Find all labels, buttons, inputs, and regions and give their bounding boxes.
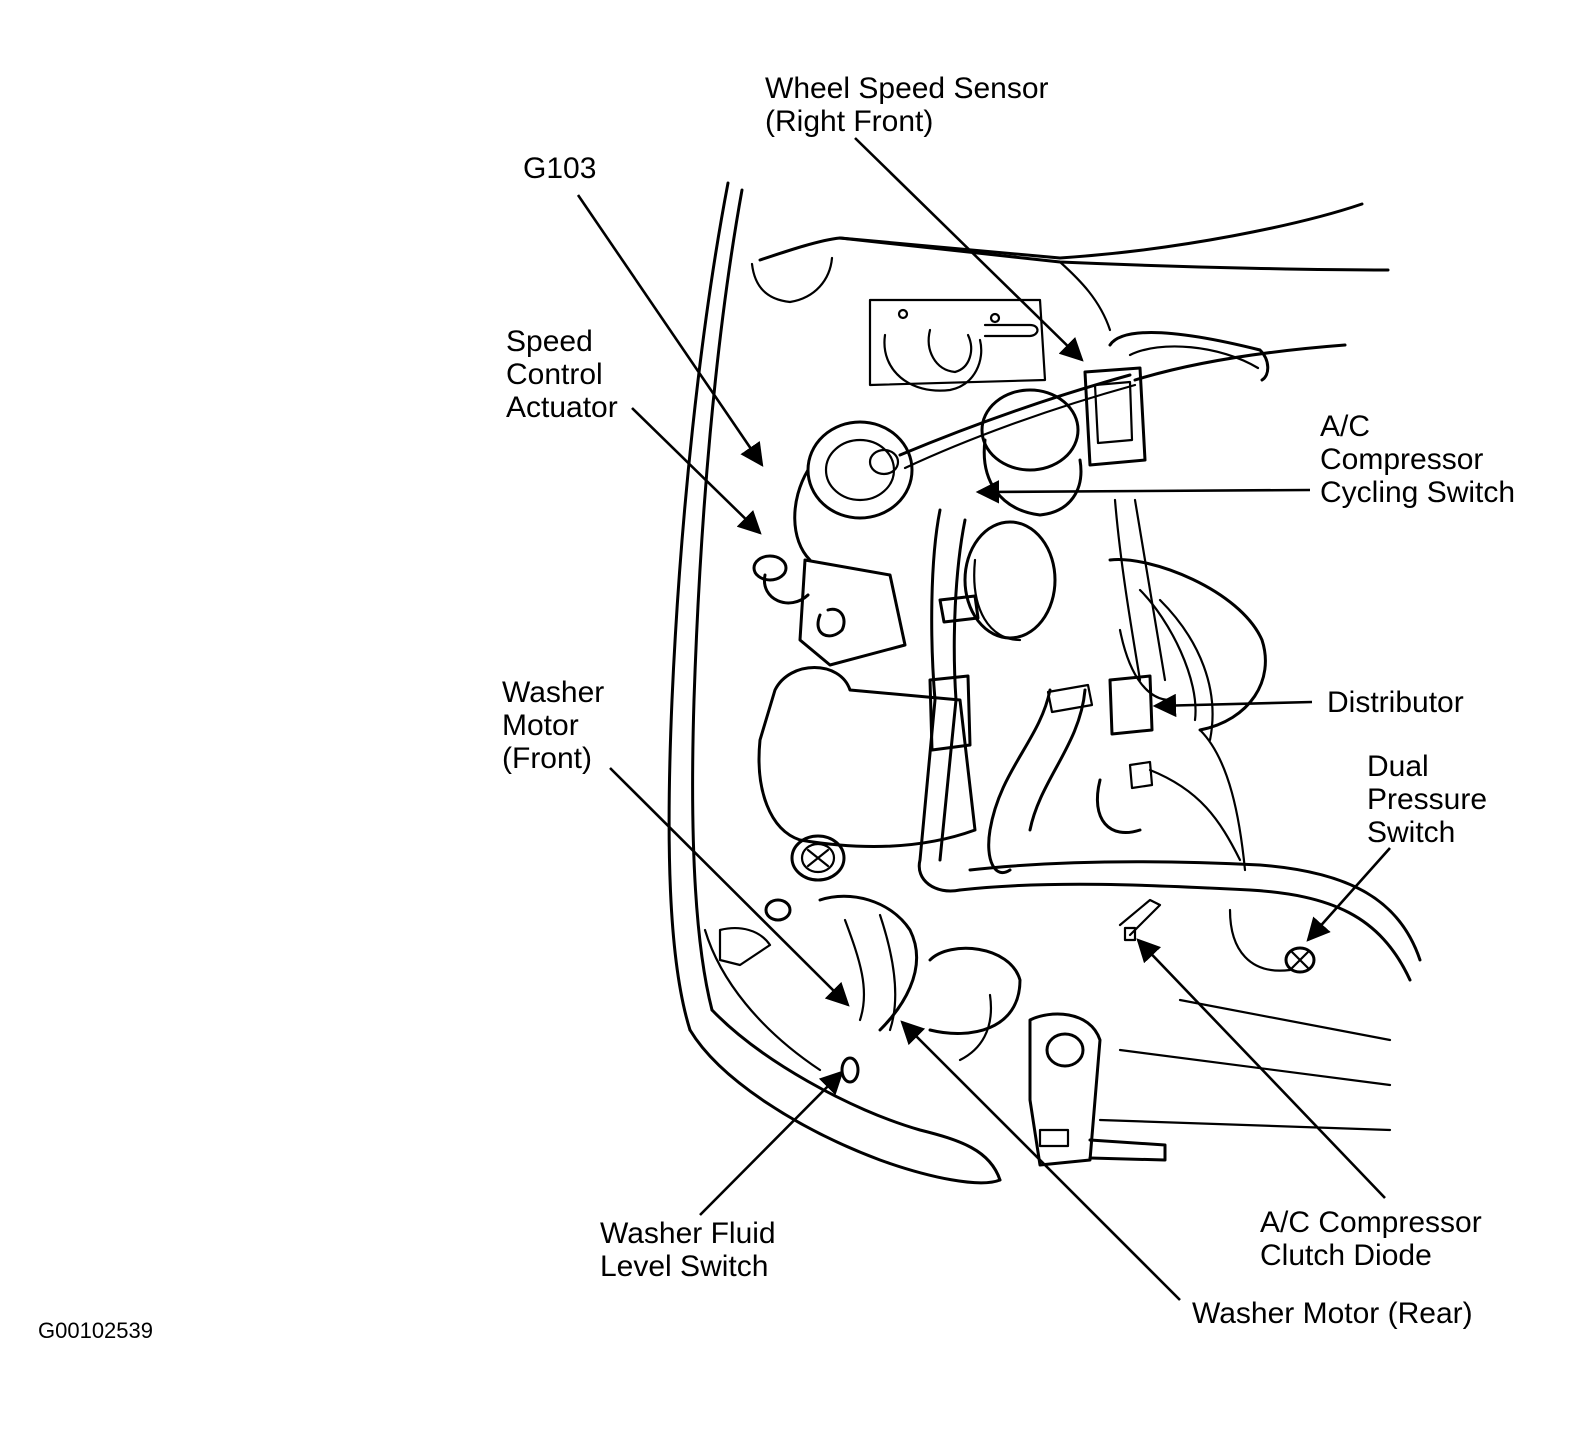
figure-code: G00102539 xyxy=(38,1318,153,1343)
fender-outline xyxy=(667,181,1390,1185)
label-ac-compressor-clutch-diode: A/C Compressor Clutch Diode xyxy=(1260,1206,1482,1272)
label-ac-compressor-cycling-switch: A/C Compressor Cycling Switch xyxy=(1320,410,1516,509)
dual-pressure-switch-body xyxy=(1228,908,1316,974)
label-distributor: Distributor xyxy=(1327,686,1464,719)
label-g103: G103 xyxy=(523,152,597,185)
leader-lines xyxy=(576,137,1391,1301)
label-washer-motor-rear: Washer Motor (Rear) xyxy=(1192,1297,1473,1330)
label-washer-motor-front: Washer Motor (Front) xyxy=(502,676,605,775)
lower-front xyxy=(718,894,1392,1167)
strut-tower xyxy=(868,298,1047,392)
radiator-hose xyxy=(987,683,1094,874)
label-speed-control-actuator: Speed Control Actuator xyxy=(506,325,618,424)
label-wheel-speed-sensor: Wheel Speed Sensor (Right Front) xyxy=(765,72,1049,138)
washer-reservoir xyxy=(757,666,977,882)
coolant-reservoir xyxy=(752,554,907,667)
distributor-area xyxy=(1095,498,1267,872)
label-dual-pressure-switch: Dual Pressure Switch xyxy=(1367,750,1488,849)
ac-line xyxy=(917,508,1422,982)
label-washer-fluid-level-switch: Washer Fluid Level Switch xyxy=(600,1217,776,1283)
wheel-speed-sensor-bracket xyxy=(1083,331,1270,467)
air-intake xyxy=(963,388,1083,642)
